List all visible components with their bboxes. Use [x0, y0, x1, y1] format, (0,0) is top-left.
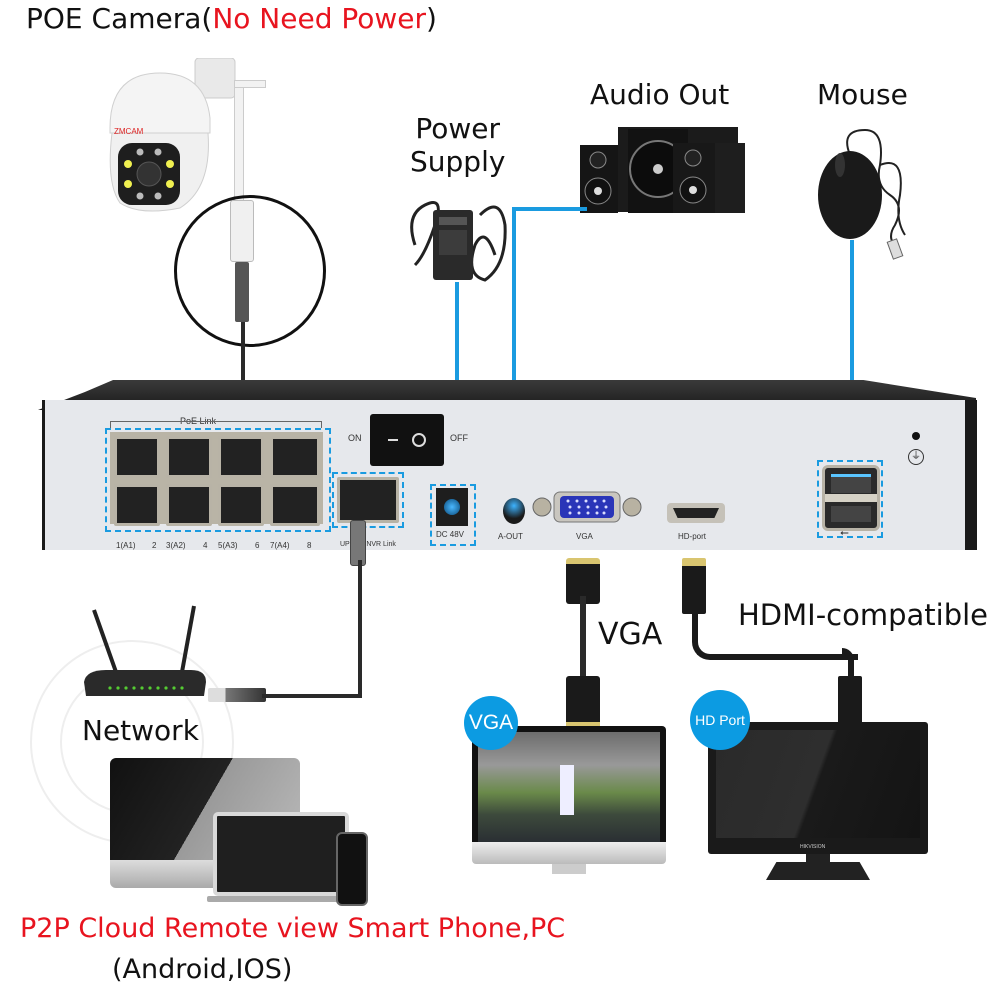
hd-monitor: HIKVISION	[708, 722, 928, 882]
poe-port-label-8: 8	[307, 541, 312, 550]
aout-label: A-OUT	[498, 532, 523, 541]
audio-wire-horizontal	[512, 207, 587, 211]
poe-port-label-6: 6	[255, 541, 260, 550]
power-supply-line2: Supply	[410, 145, 506, 179]
network-cable-horizontal	[262, 694, 362, 698]
rj45-plug	[235, 262, 249, 322]
network-cable-vertical	[358, 560, 362, 698]
poe-port-5	[218, 436, 264, 478]
usb-mouse	[810, 125, 920, 265]
mouse-label: Mouse	[817, 78, 908, 111]
poe-port-3	[166, 436, 212, 478]
power-adapter	[405, 185, 515, 290]
hdmi-port	[667, 503, 725, 523]
camera-brand: ZMCAM	[114, 127, 144, 136]
poe-port-label-1: 1(A1)	[116, 541, 136, 550]
switch-on-mark	[388, 439, 398, 441]
poe-port-7	[270, 436, 320, 478]
poe-link-bracket	[110, 421, 322, 428]
hd-monitor-bezel	[708, 722, 928, 854]
hd-port-badge: HD Port	[690, 690, 750, 750]
laptop-base	[207, 896, 355, 902]
hdmi-cable-drop	[842, 648, 854, 682]
switch-off-mark	[412, 433, 426, 447]
power-supply-line1: Power	[415, 112, 501, 145]
poe-port-label-4: 4	[203, 541, 208, 550]
ground-icon: ⏚	[908, 449, 924, 465]
speakers	[578, 125, 748, 215]
poe-port-1	[114, 436, 160, 478]
hd-monitor-neck	[806, 854, 830, 864]
vga-badge: VGA	[464, 696, 518, 750]
vga-cable-label: VGA	[598, 617, 663, 652]
smartphone	[336, 832, 368, 906]
uplink-port-highlight	[332, 472, 404, 528]
hd-monitor-screen	[716, 730, 920, 838]
hdmi-port-slot	[673, 508, 719, 518]
hd-monitor-base	[766, 862, 870, 880]
vga-monitor-screen	[472, 726, 666, 848]
title-suffix: )	[426, 2, 437, 35]
dc-power-jack	[436, 488, 468, 526]
audio-wire-vertical	[512, 207, 516, 507]
audio-out-jack	[503, 498, 525, 524]
router-ethernet-plug	[208, 688, 266, 702]
vga-port-label: VGA	[576, 532, 593, 541]
dc-input-highlight	[430, 484, 476, 546]
uplink-label: UP Link NVR Link	[340, 541, 396, 548]
poe-ports-highlight	[105, 428, 331, 532]
network-label: Network	[82, 714, 199, 747]
poe-port-2	[114, 484, 160, 526]
switch-off-label: OFF	[450, 433, 468, 443]
poe-port-label-5: 5(A3)	[218, 541, 238, 550]
title-highlight: No Need Power	[212, 2, 427, 35]
usb-ports-highlight	[817, 460, 883, 538]
vga-monitor-chin	[472, 842, 666, 864]
reset-hole	[912, 432, 920, 440]
poe-port-4	[166, 484, 212, 526]
router	[76, 600, 216, 710]
power-switch[interactable]	[370, 414, 444, 466]
waterfall	[559, 765, 574, 815]
dc-label: DC 48V	[436, 530, 465, 539]
power-supply-label: Power Supply	[410, 112, 505, 178]
p2p-remote-view-text: P2P Cloud Remote view Smart Phone,PC	[20, 913, 566, 944]
usb-port-bottom	[831, 506, 871, 522]
dc-jack-glow	[444, 499, 460, 515]
camera-cable-top	[234, 80, 266, 88]
platforms-text: (Android,IOS)	[112, 954, 293, 985]
vga-cable	[580, 596, 586, 676]
poe-port-label-3: 3(A2)	[166, 541, 186, 550]
usb-icon: ⭠	[840, 527, 849, 539]
poe-port-6	[218, 484, 264, 526]
poe-port-label-7: 7(A4)	[270, 541, 290, 550]
uplink-port	[337, 477, 399, 523]
switch-on-label: ON	[348, 433, 362, 443]
laptop-screen	[213, 812, 349, 896]
mouse-wire	[850, 240, 854, 465]
poe-port-label-2: 2	[152, 541, 157, 550]
rj45-coupler	[230, 200, 254, 262]
vga-port	[532, 490, 642, 524]
vga-connector-bottom	[566, 676, 600, 730]
vga-monitor	[472, 726, 666, 874]
connector-magnifier-circle	[174, 195, 326, 347]
poe-port-8	[270, 484, 320, 526]
vga-monitor-stand	[552, 864, 586, 874]
audio-out-label: Audio Out	[590, 78, 730, 111]
usb-port-top	[831, 474, 871, 493]
camera-cable	[234, 80, 244, 202]
hdmi-cable-label: HDMI-compatible	[738, 598, 989, 632]
usb-ports	[822, 465, 880, 531]
poe-camera: ZMCAM	[100, 57, 250, 218]
monitor-brand: HIKVISION	[800, 844, 826, 850]
poe-camera-title: POE Camera(No Need Power)	[26, 2, 437, 35]
laptop	[207, 812, 355, 904]
waterfall-landscape	[478, 732, 660, 842]
desktop-computer	[110, 758, 300, 894]
hd-port-label: HD-port	[678, 532, 707, 541]
title-prefix: POE Camera(	[26, 2, 213, 35]
usb-divider	[825, 494, 877, 502]
hdmi-cable	[692, 604, 858, 660]
